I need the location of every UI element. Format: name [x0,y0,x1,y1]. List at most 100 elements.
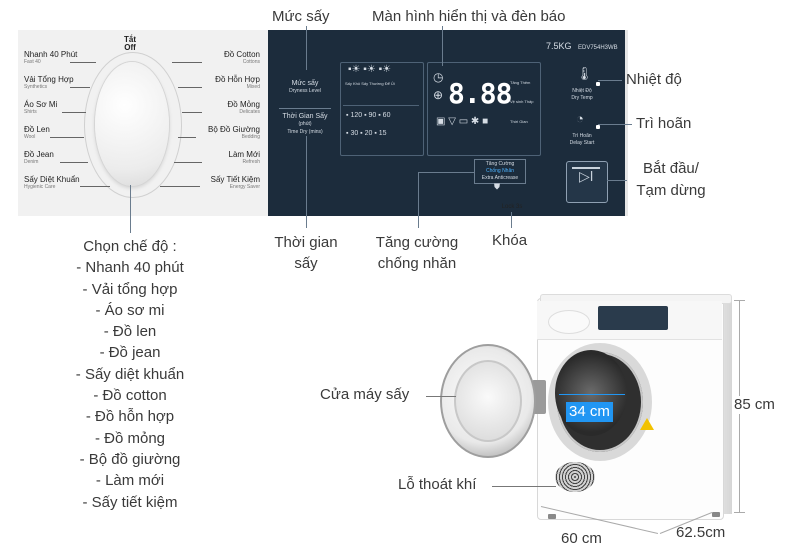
callout-dry-time: Thời gian sấy [274,234,338,272]
tick [50,137,84,138]
lock-label: Lock 3s [501,204,523,210]
tick [172,62,202,63]
callout-display: Màn hình hiển thị và đèn báo [372,8,566,25]
mode-item: - Sấy tiết kiệm [82,493,178,511]
callout-line-display [442,26,443,66]
dry-time-label: Thời Gian Sấy(phút)Time Dry (mins) [282,113,328,135]
door-label: Cửa máy sấy [320,386,410,403]
height-cap [734,300,745,301]
mode-item: - Đồ cotton [93,387,167,405]
display-right-1: Tăng Thêm [510,80,531,85]
width-label: 60 cm [561,530,602,547]
mode-item: - Bộ đồ giường [79,450,181,468]
mode-item: - Vải tổng hợp [82,280,178,298]
callout-line-knob [130,185,131,233]
temp-indicator [596,82,600,86]
warning-icon [640,418,654,430]
callout-line-lock [511,212,512,228]
panel-edge [625,30,628,216]
callout-delay: Trì hoãn [636,115,692,132]
tick [160,186,200,187]
modes-heading: Chọn chế độ : [83,238,177,255]
callout-dry-level: Mức sấy [272,8,330,25]
dryer-knob [548,310,590,334]
thermometer-icon: 🌡 [576,66,593,81]
door-callout-line [426,396,456,397]
door-glass [454,360,522,442]
mode-item: - Làm mới [95,472,165,490]
panel-divider [279,108,331,109]
depth-label: 62.5cm [676,524,726,541]
clock-icon: ◷ [433,70,444,84]
display-right-2: Vệ sinh Thấp [510,99,534,104]
callout-line-anticrease-h [418,172,474,173]
tick [178,87,202,88]
mode-item: - Đồ jean [99,344,161,362]
panel-display-section [268,30,625,216]
mode-item: - Đồ len [103,323,157,341]
status-icons: ▣ ▽ ▭ ✱ ■ [436,116,489,127]
mode-item: - Đồ hỗn hợp [85,408,175,426]
program-selector-knob[interactable] [95,62,169,186]
tick [62,112,86,113]
callout-anticrease: Tăng cường chống nhăn [375,234,459,272]
vent-callout-line [492,486,556,487]
knob-ring [84,52,182,198]
capacity-label: 7.5KG [546,41,572,51]
play-pause-icon: ▷ǀ [579,168,594,184]
digit-display: 8.88 [448,77,512,110]
height-label: 85 cm [734,396,775,414]
dryer-drum [555,350,627,436]
air-vent [555,462,595,492]
globe-icon: ⊕ [433,88,444,102]
modes-list: Chọn chế độ : - Nhanh 40 phút - Vải tổng… [40,236,220,513]
dryer-foot [712,512,720,517]
mode-item: - Nhanh 40 phút [76,259,184,277]
delay-icon: ◔ [576,111,584,126]
callout-line-start [607,180,627,181]
callout-lock: Khóa [492,232,528,249]
vent-label: Lỗ thoát khí [398,476,477,493]
callout-start-pause: Bắt đầu/ Tạm dừng [636,160,706,199]
callout-line-anticrease-v [418,172,419,228]
dry-level-options: Sấy Khô Sấy Thường Để Ủi [345,81,395,86]
sun-icons: ▪☀ ▪☀ ▪☀ [348,64,392,75]
callout-temperature: Nhiệt độ [626,71,682,88]
height-cap [734,512,745,513]
off-label: Tắt Off [124,35,136,52]
start-indicator-bar [572,167,600,169]
model-label: EDV754H3WB [578,45,618,51]
tick [70,87,90,88]
tick [60,162,88,163]
tick [174,162,202,163]
anticrease-icon: ⛊ [494,182,500,191]
dryer-foot [548,514,556,519]
dry-options-frame [340,62,424,156]
drum-diameter-label: 34 cm [566,402,613,422]
mode-item: - Sấy diệt khuẩn [75,365,185,383]
mode-item: - Áo sơ mi [95,301,165,319]
tick [80,186,110,187]
display-right-3: Thời Gian [510,119,528,124]
time-row-1[interactable]: ▪ 120 ▪ 90 ▪ 60 [346,112,391,119]
time-row-2[interactable]: ▪ 30 ▪ 20 ▪ 15 [346,130,387,137]
callout-line-temp [598,80,622,81]
callout-line-delay [598,124,632,125]
options-divider [343,105,419,106]
tick [70,62,96,63]
